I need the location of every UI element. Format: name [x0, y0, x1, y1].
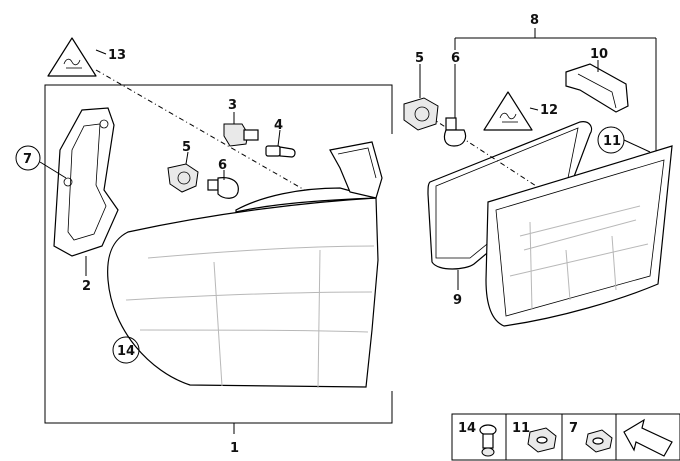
bulb-part-4	[265, 145, 296, 158]
bulb-part-6-right	[443, 117, 467, 147]
tail-light-part-1	[107, 141, 383, 389]
label-3: 3	[228, 98, 237, 113]
legend-label-14: 14	[458, 421, 476, 436]
label-13: 13	[108, 48, 126, 63]
warning-label-part-12	[483, 91, 533, 131]
push-clip-icon	[479, 424, 497, 457]
label-4: 4	[274, 118, 283, 133]
label-11: 11	[603, 134, 621, 149]
socket-part-3	[223, 123, 259, 147]
nut-icon-11	[527, 427, 557, 453]
legend-label-11: 11	[512, 421, 530, 436]
legend-label-7: 7	[569, 421, 578, 436]
label-5-right: 5	[415, 51, 424, 66]
label-7: 7	[23, 152, 32, 167]
leader-7	[39, 161, 67, 179]
label-5-left: 5	[182, 140, 191, 155]
callout-circle-14	[112, 336, 140, 364]
label-14: 14	[117, 344, 135, 359]
nut-icon-7	[585, 429, 613, 453]
gasket-part-2	[53, 107, 119, 257]
socket-part-5-left	[167, 163, 199, 193]
bulb-part-6-left	[207, 177, 239, 199]
label-8: 8	[530, 13, 539, 28]
leader-11	[623, 139, 651, 153]
label-10: 10	[590, 47, 608, 62]
dash-leader-13	[95, 69, 309, 193]
leader-4	[277, 129, 281, 147]
label-1: 1	[230, 441, 239, 456]
inner-light-part-11	[485, 145, 673, 327]
callout-circle-7	[15, 145, 41, 171]
left-assembly-frame	[44, 84, 393, 424]
warning-label-part-13	[47, 37, 97, 77]
label-12: 12	[540, 103, 558, 118]
leader-5-left	[185, 151, 189, 165]
socket-part-5-right	[403, 97, 439, 131]
leader-13	[95, 49, 107, 55]
label-6-right: 6	[451, 51, 460, 66]
label-9: 9	[453, 293, 462, 308]
label-6-left: 6	[218, 158, 227, 173]
clip-part-10	[565, 63, 629, 113]
leader-12	[529, 107, 539, 111]
label-2: 2	[82, 279, 91, 294]
hardware-legend	[451, 413, 680, 461]
direction-arrow-icon	[623, 418, 673, 457]
